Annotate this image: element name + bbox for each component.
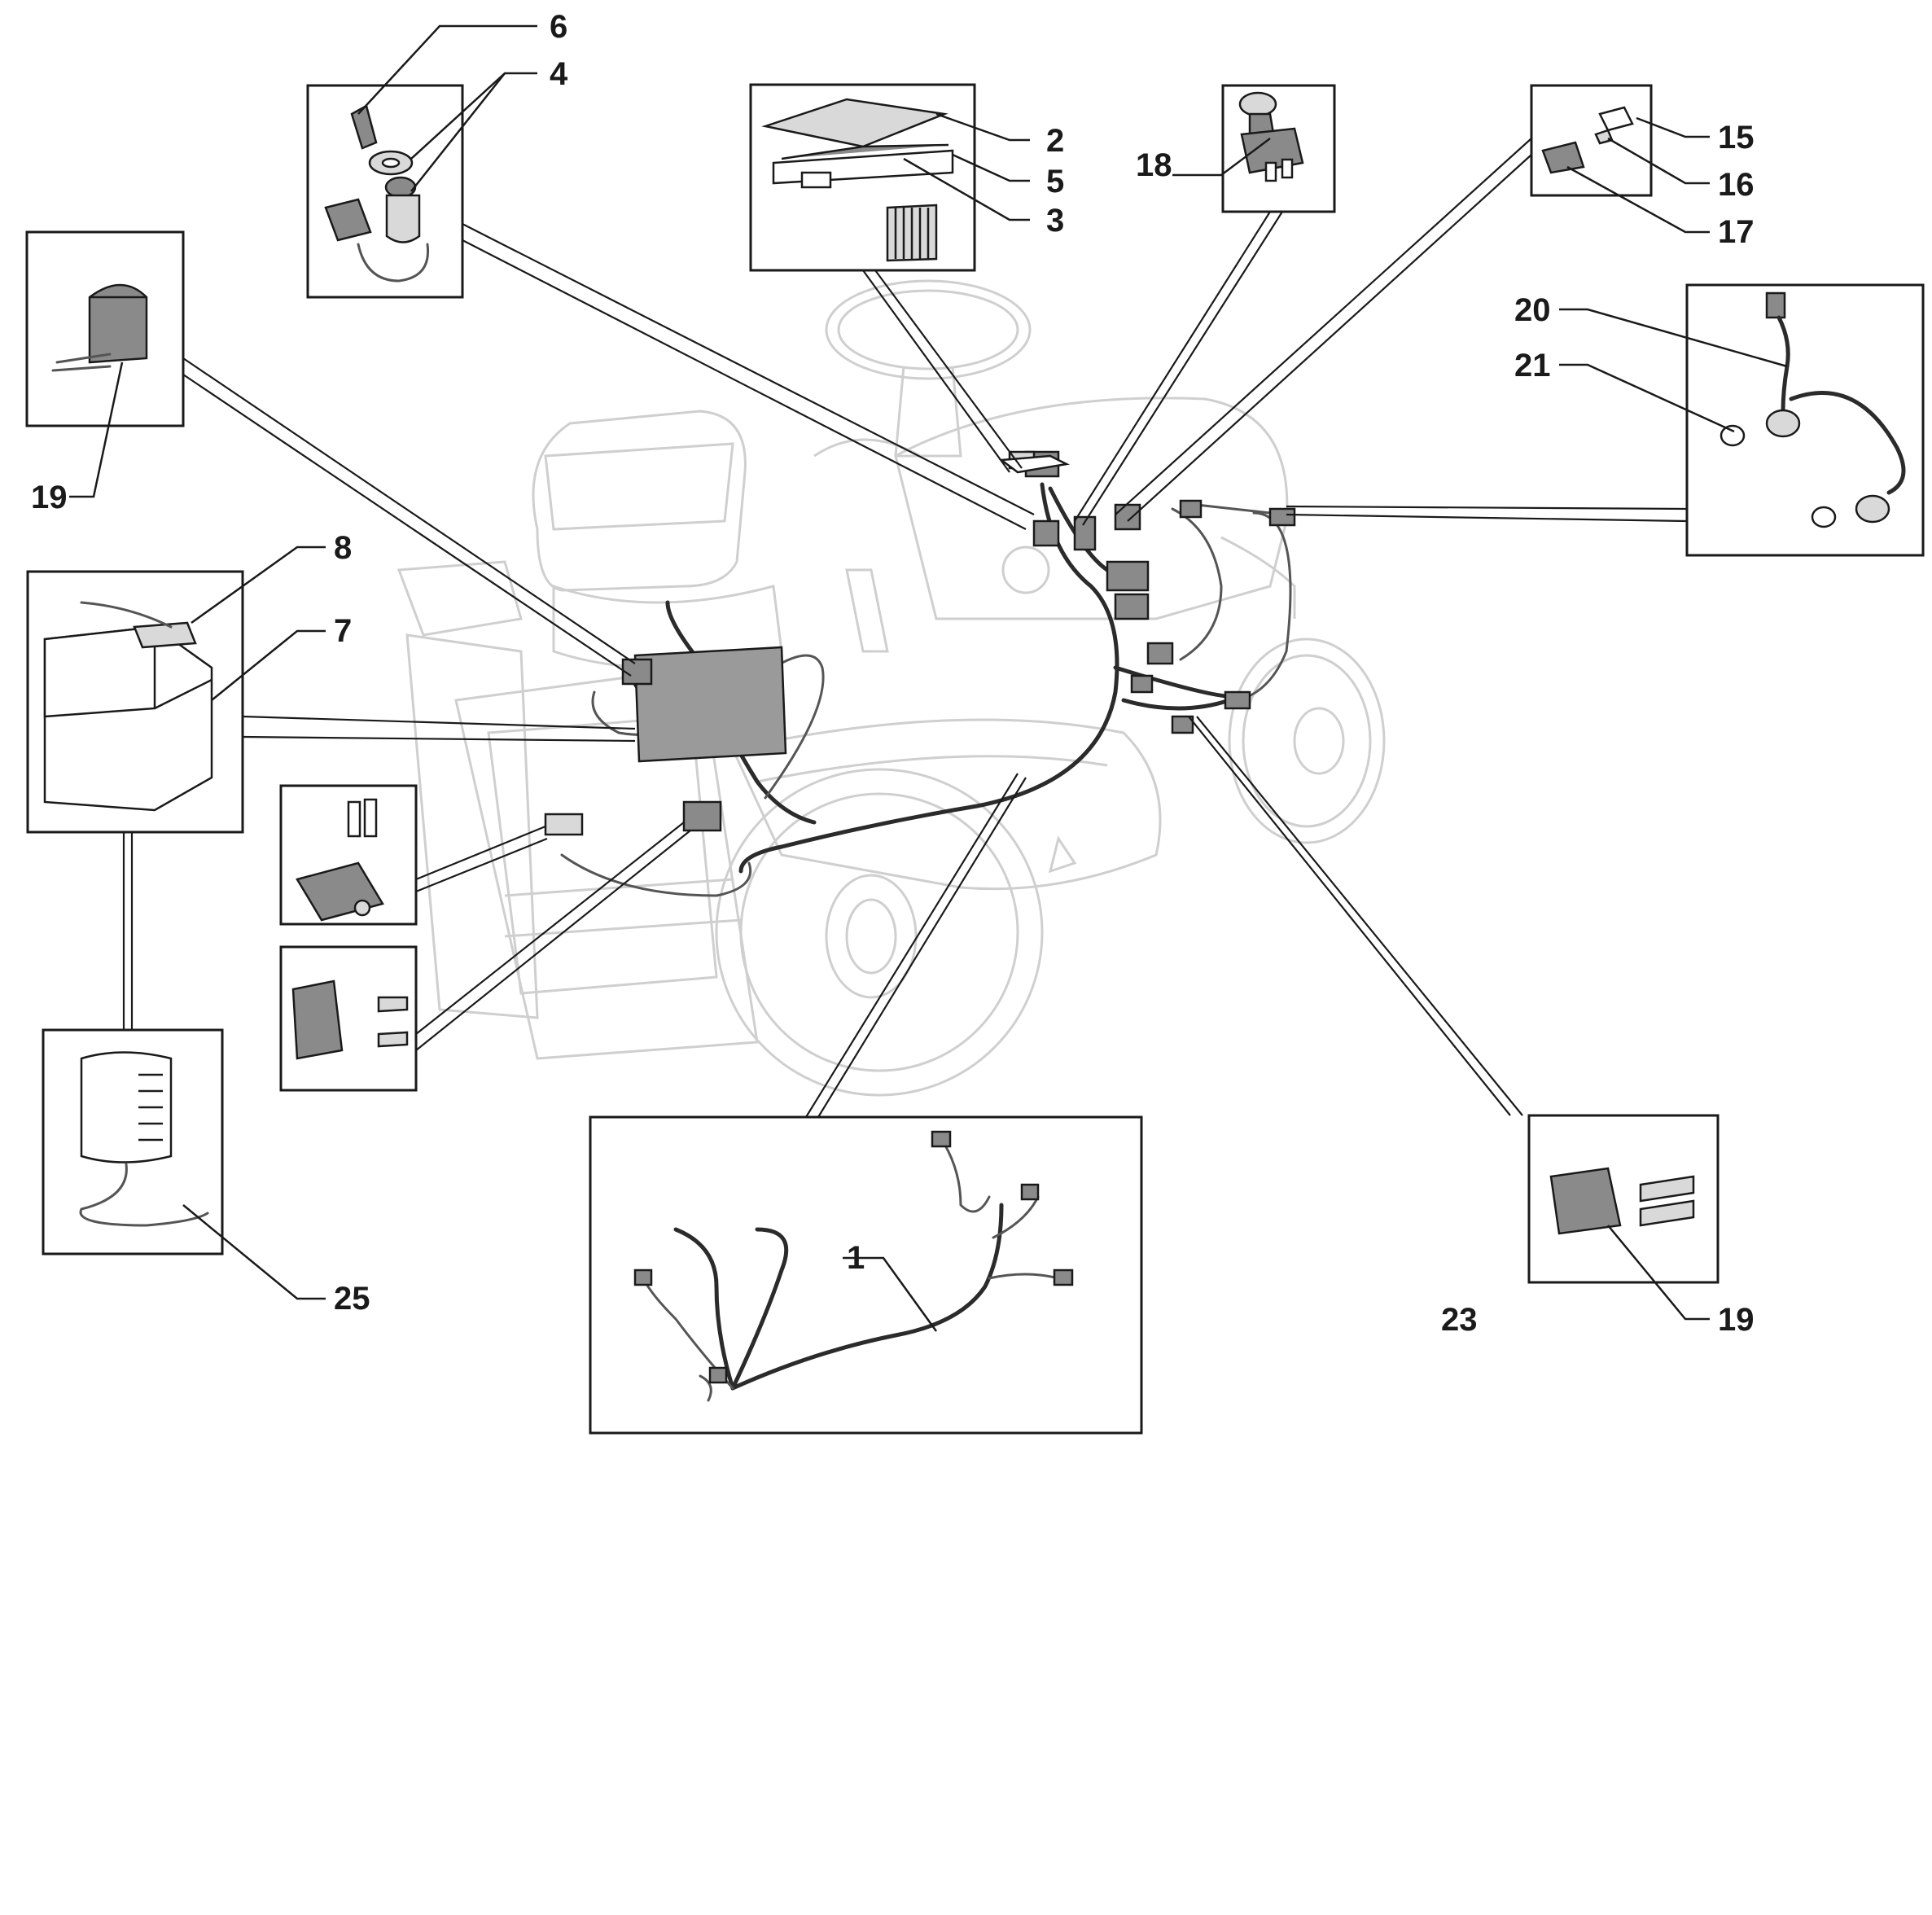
label-1: 1 — [847, 1240, 865, 1276]
label-23: 23 — [1441, 1302, 1478, 1338]
mower-wiring — [544, 450, 1296, 897]
label-19-seat: 19 — [31, 480, 68, 515]
label-25: 25 — [334, 1281, 370, 1317]
mower-outline — [396, 279, 1386, 1097]
inset-charger — [42, 1028, 224, 1255]
inset-key-switch — [306, 84, 464, 299]
label-8: 8 — [334, 530, 352, 566]
inset-battery — [26, 570, 244, 834]
inset-seat-switch — [25, 230, 185, 427]
label-2: 2 — [1046, 123, 1064, 159]
label-17: 17 — [1718, 214, 1755, 250]
label-3: 3 — [1046, 203, 1064, 239]
inset-pto-switch — [1221, 84, 1336, 213]
part-labels: 6 4 2 5 3 18 15 16 17 20 21 19 8 7 1 25 … — [31, 9, 1755, 1338]
label-6: 6 — [550, 9, 567, 45]
label-15: 15 — [1718, 120, 1755, 156]
label-7: 7 — [334, 613, 352, 649]
label-21: 21 — [1514, 348, 1551, 383]
label-4: 4 — [550, 56, 568, 92]
inset-dash-panel — [749, 83, 976, 272]
label-18: 18 — [1136, 147, 1172, 183]
inset-headlight-loom — [1685, 283, 1925, 557]
label-20: 20 — [1514, 292, 1551, 328]
inset-rocker-switch — [279, 945, 418, 1092]
label-leaders — [69, 24, 1788, 1332]
inset-micro-switch — [279, 784, 418, 926]
label-5: 5 — [1046, 164, 1064, 199]
inset-fuse-holder — [1530, 84, 1653, 197]
label-19-relay: 19 — [1718, 1302, 1755, 1338]
inset-relay — [1527, 1114, 1720, 1284]
inset-connectors — [122, 138, 1688, 1118]
label-16: 16 — [1718, 167, 1755, 203]
inset-harness — [589, 1115, 1143, 1435]
